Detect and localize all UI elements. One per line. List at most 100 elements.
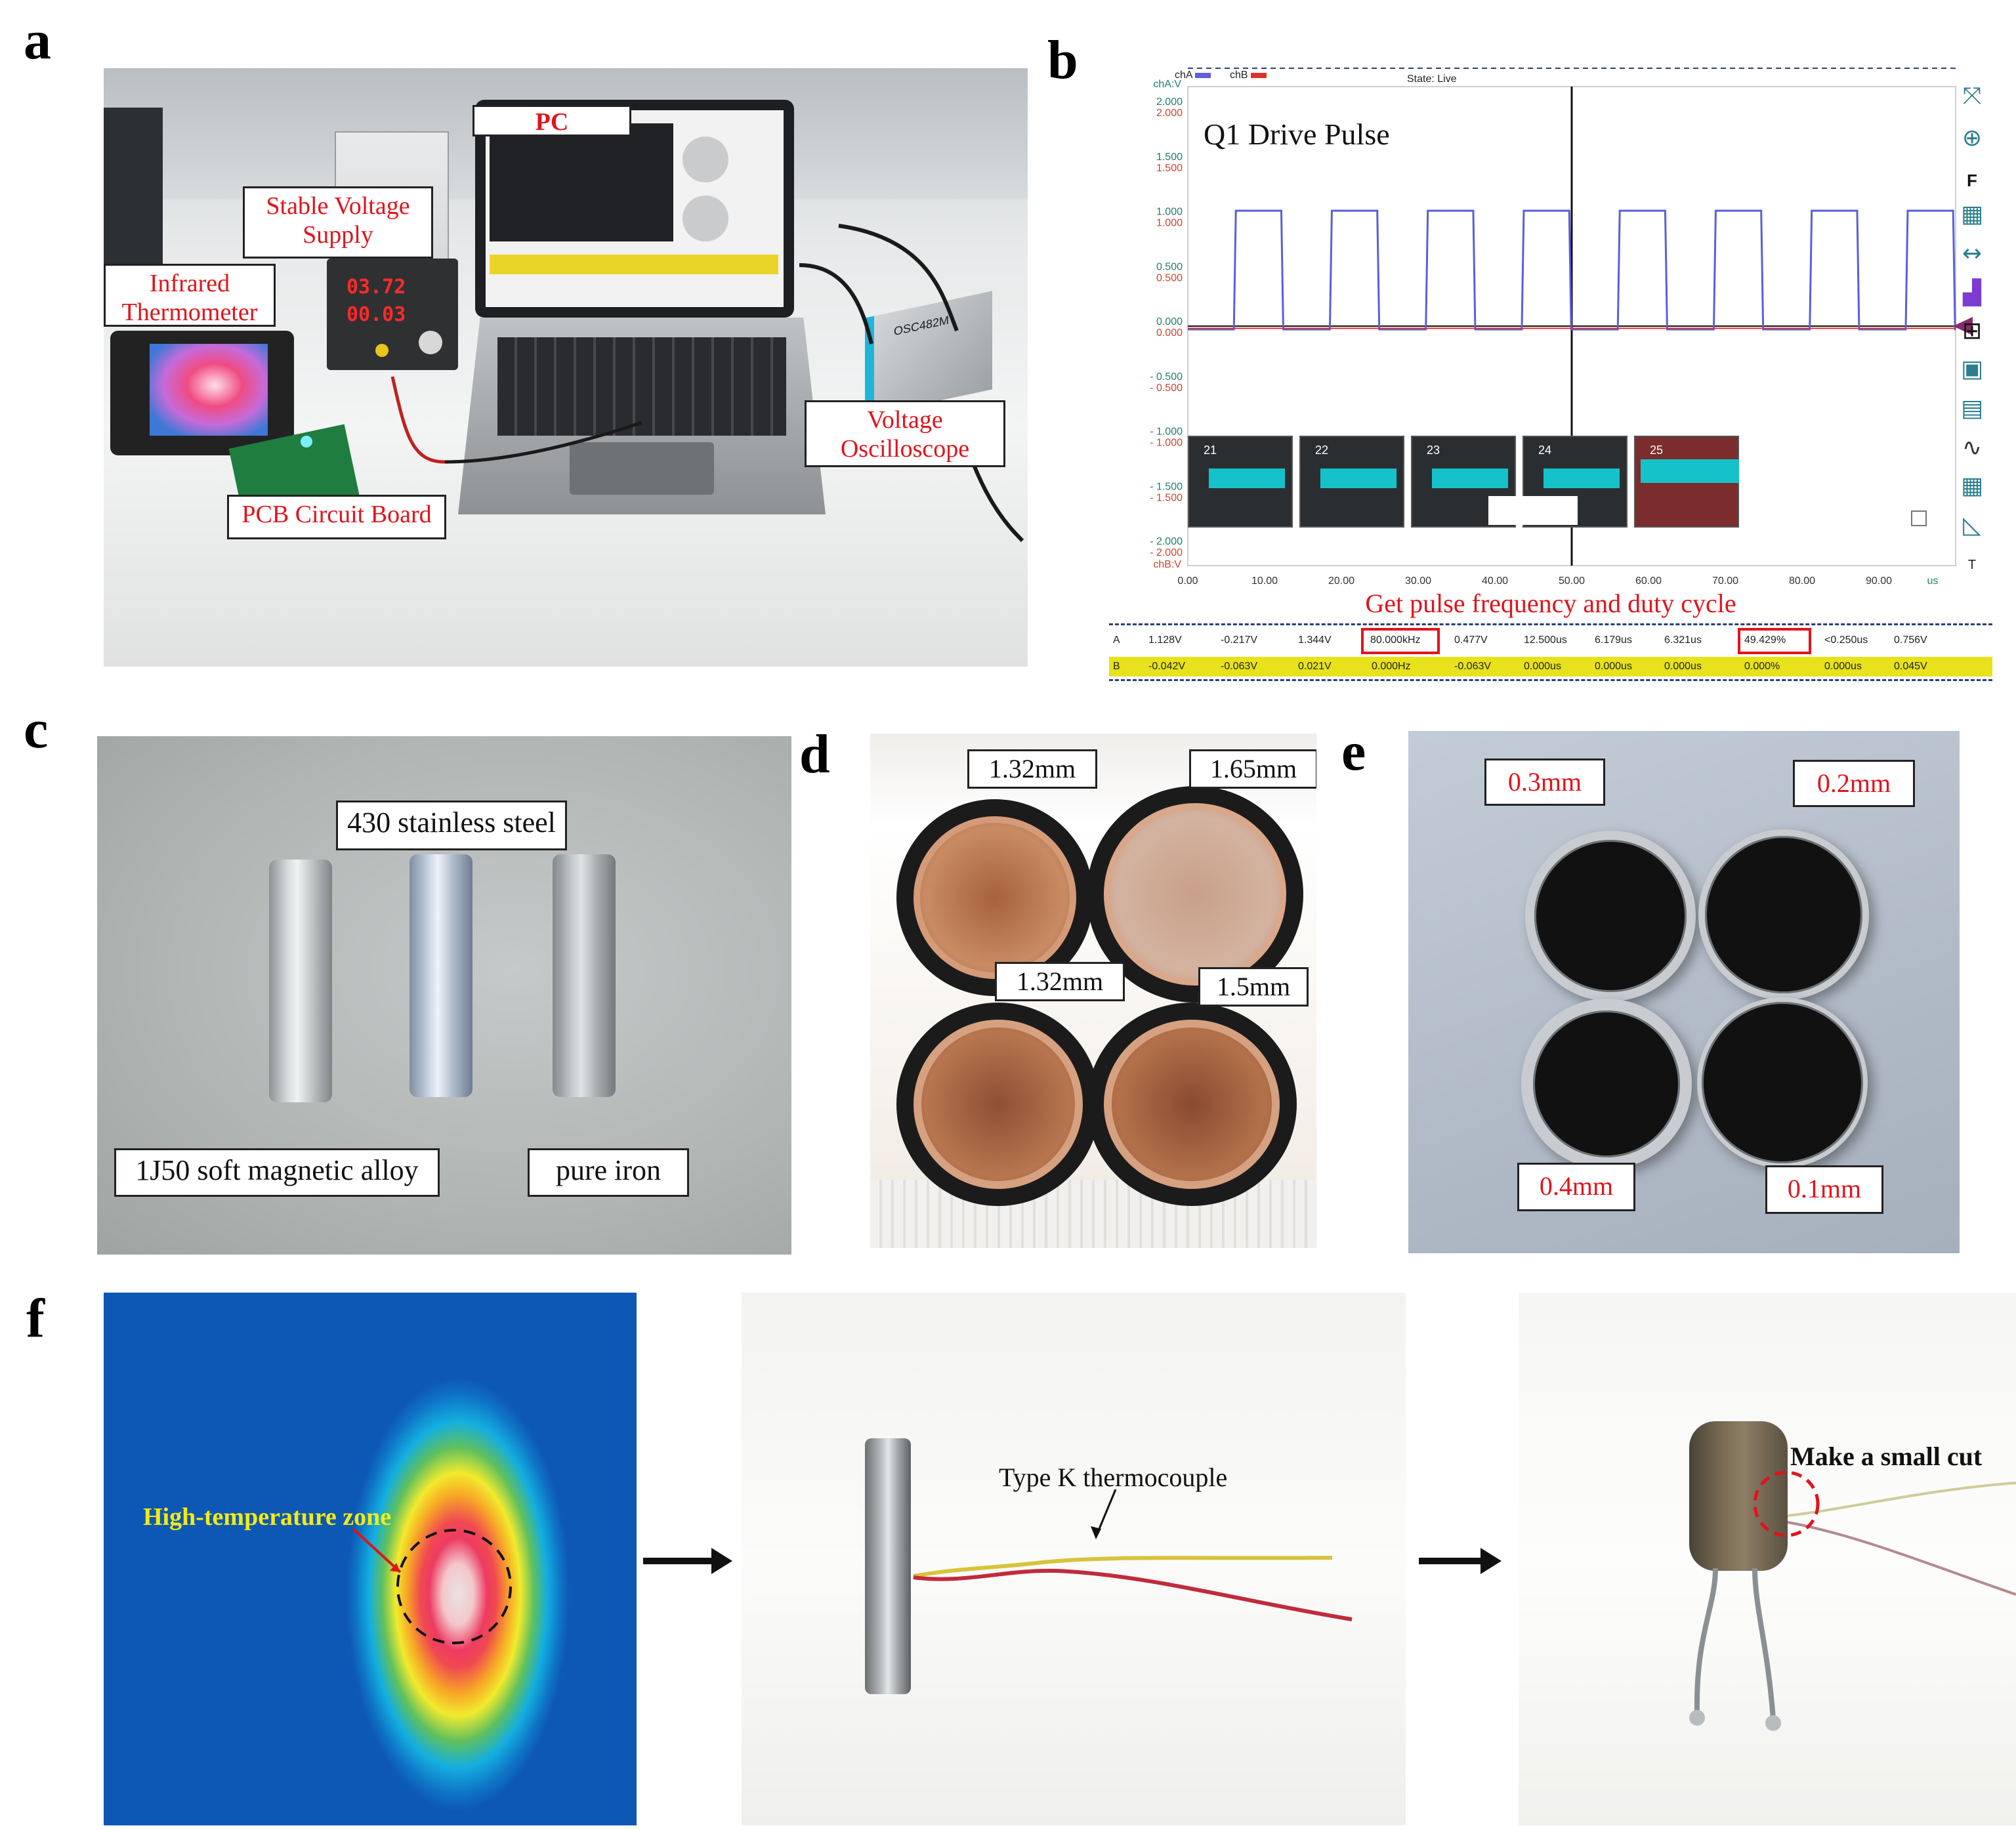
tube-0-1mm <box>1697 997 1868 1168</box>
supply-current-display: 00.03 <box>346 303 406 326</box>
thumbnail-wave <box>1209 468 1285 488</box>
rod-1j50 <box>269 860 332 1102</box>
pcb-led <box>301 436 312 447</box>
measure-cell: 0.000us <box>1824 661 1862 672</box>
ruler-icon[interactable]: ◺ <box>1963 512 1981 539</box>
laptop-screen <box>486 110 784 307</box>
measurement-table: A 1.128V -0.217V 1.344V 80.000kHz 0.477V… <box>1109 623 1992 681</box>
coil-samples-photo: 1.32mm 1.65mm 1.32mm 1.5mm <box>870 734 1316 1248</box>
thermocouple-photo: Type K thermocouple <box>742 1293 1406 1825</box>
infrared-thermometer-device <box>110 331 294 455</box>
label-0-4mm: 0.4mm <box>1517 1163 1635 1211</box>
metal-rod <box>865 1438 911 1694</box>
y-tick-label-a: 0.500 <box>1156 261 1183 272</box>
rod-samples-photo: 430 stainless steel 1J50 soft magnetic a… <box>97 736 791 1255</box>
label-voltage-oscilloscope: Voltage Oscilloscope <box>805 400 1005 467</box>
y-tick-label-b: 1.000 <box>1156 218 1183 229</box>
thumbnail-25-active[interactable]: 25 <box>1634 436 1739 528</box>
label-0-3mm: 0.3mm <box>1484 759 1605 806</box>
thumbnail-number: 24 <box>1538 444 1552 457</box>
label-0-2mm: 0.2mm <box>1793 760 1915 807</box>
measure-cell: 0.021V <box>1298 661 1332 672</box>
save-icon[interactable]: ▣ <box>1960 356 1983 383</box>
x-tick-label: 10.00 <box>1251 575 1278 587</box>
laptop-touchpad <box>570 442 714 495</box>
thumbnail-mask <box>1488 496 1578 525</box>
waveform-icon[interactable]: ∿ <box>1962 434 1983 461</box>
label-1j50-soft-magnetic-alloy: 1J50 soft magnetic alloy <box>114 1148 440 1197</box>
label-pc: PC <box>472 105 631 136</box>
coil-1-5mm <box>1087 1003 1297 1206</box>
coil-holder-base <box>870 1180 1316 1248</box>
measure-width-icon[interactable]: ↔ <box>1962 240 1983 267</box>
y-tick-label-b: 0.500 <box>1156 272 1183 283</box>
setup-photo: 03.72 00.03 OSC482M PC Stable Voltage Su… <box>104 68 1028 667</box>
zoom-icon[interactable]: ⊕ <box>1962 125 1983 152</box>
label-1-65mm: 1.65mm <box>1189 749 1316 789</box>
panel-label-c: c <box>24 699 49 760</box>
coil-1-32mm-bottom <box>896 1003 1100 1206</box>
measure-cell-frequency: 80.000kHz <box>1370 634 1421 646</box>
thumbnail-wave <box>1432 468 1508 488</box>
thumbnail-number: 21 <box>1204 444 1217 457</box>
f-tool-icon[interactable]: F <box>1967 171 1977 190</box>
measure-cell: 6.321us <box>1664 634 1702 646</box>
table-icon[interactable]: ▦ <box>1960 472 1983 499</box>
thumbnail-21[interactable]: 21 <box>1188 436 1293 528</box>
label-stable-voltage-supply: Stable Voltage Supply <box>243 186 433 259</box>
supply-face: 03.72 00.03 <box>327 259 458 370</box>
screen-dial <box>682 136 728 182</box>
panel-label-d: d <box>799 724 830 785</box>
math-icon[interactable]: ⊞ <box>1962 318 1983 344</box>
laptop-base <box>458 318 826 514</box>
x-tick-label: 20.00 <box>1328 575 1354 587</box>
thumbnail-number: 22 <box>1315 444 1329 457</box>
fit-icon[interactable]: ⤧ <box>1962 83 1982 110</box>
measure-cell: -0.063V <box>1454 661 1492 672</box>
thumbnail-checkbox[interactable] <box>1911 510 1927 526</box>
panel-label-a: a <box>24 10 51 71</box>
x-tick-label: 70.00 <box>1712 575 1738 587</box>
panel-label-f: f <box>26 1288 45 1349</box>
wrapped-sample <box>1689 1421 1788 1571</box>
monitor-edge <box>104 108 163 278</box>
y-tick-label-b: - 1.000 <box>1150 438 1183 449</box>
y-tick-label-a: - 1.000 <box>1150 426 1183 438</box>
cables <box>390 224 1024 543</box>
thumbnail-number: 23 <box>1427 444 1440 457</box>
image-icon[interactable]: ▤ <box>1960 395 1983 422</box>
label-pure-iron: pure iron <box>528 1148 689 1197</box>
y-tick-label-a: 1.500 <box>1156 152 1183 163</box>
x-unit-label: us <box>1927 575 1938 587</box>
t-tool-icon[interactable]: T <box>1967 558 1977 572</box>
grid-icon[interactable]: ▦ <box>1960 201 1983 228</box>
histogram-icon[interactable]: ▟ <box>1963 280 1981 306</box>
y-tick-label-b: 0.000 <box>1156 327 1183 339</box>
scope-state: State: Live <box>1407 73 1457 85</box>
screen-dial <box>682 196 728 241</box>
measure-cell: 0.000Hz <box>1372 661 1411 672</box>
label-type-k-thermocouple: Type K thermocouple <box>999 1463 1228 1492</box>
high-temperature-circle <box>396 1529 512 1644</box>
series-cha-line <box>1188 209 1956 331</box>
y-tick-label-a: - 0.500 <box>1150 371 1183 383</box>
measure-cell-duty-cycle: 49.429% <box>1744 634 1786 646</box>
trigger-marker <box>1953 317 1973 335</box>
supply-voltage-display: 03.72 <box>346 276 406 299</box>
y-tick-label-a: - 2.000 <box>1150 536 1183 547</box>
thumbnail-22[interactable]: 22 <box>1299 436 1404 528</box>
x-tick-label: 40.00 <box>1482 575 1508 587</box>
panel-label-e: e <box>1341 721 1366 782</box>
measure-cell: -0.042V <box>1148 661 1186 672</box>
screen-measure-bar <box>490 255 778 274</box>
thermal-display <box>150 344 268 436</box>
thumbnail-wave <box>1320 468 1396 488</box>
x-tick-label: 0.00 <box>1177 575 1198 587</box>
chart-title: Q1 Drive Pulse <box>1204 117 1390 151</box>
y-tick-label-a: 1.000 <box>1156 207 1183 218</box>
caption-pulse-measurement: Get pulse frequency and duty cycle <box>1365 589 1736 618</box>
zone-pointer-arrow <box>352 1528 402 1573</box>
legend-cha-label: chA <box>1175 70 1192 81</box>
legend-chb: chB <box>1230 70 1267 81</box>
label-1-32mm-bottom: 1.32mm <box>995 962 1125 1001</box>
